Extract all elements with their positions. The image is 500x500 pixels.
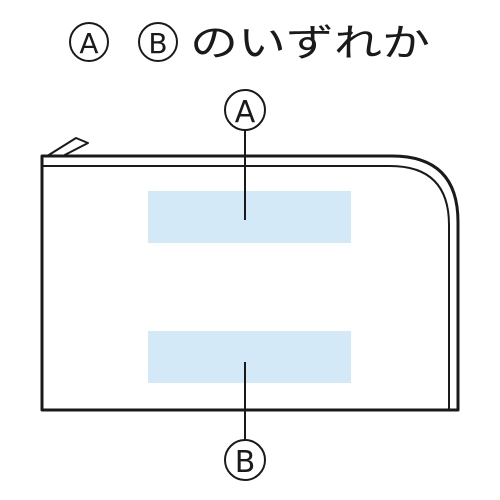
title-letter-b: B (148, 27, 167, 60)
title-letter-a: A (79, 27, 98, 60)
pouch-outline (40, 154, 460, 412)
title-circle-b (138, 22, 178, 62)
label-circle-a (224, 89, 266, 131)
label-letter-a: A (235, 95, 256, 130)
label-b-callout: B (224, 362, 266, 481)
label-circle-b (224, 439, 266, 481)
label-letter-b: B (235, 445, 256, 480)
title-text: のいずれか (190, 21, 430, 65)
zipper-line (42, 165, 450, 410)
pouch-icon (40, 137, 460, 412)
label-a-callout: A (224, 89, 266, 220)
print-area-b (148, 331, 351, 383)
print-area-a (148, 191, 351, 243)
title-circle-a (69, 22, 109, 62)
title: A B のいずれか (69, 21, 430, 65)
